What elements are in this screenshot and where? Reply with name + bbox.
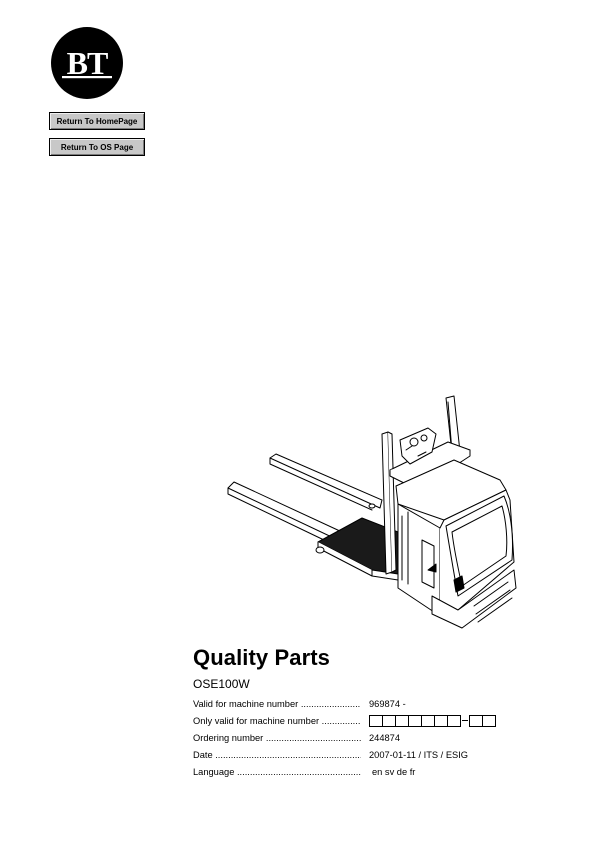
field-label: Ordering number [193,731,361,745]
digit-box [369,714,383,727]
field-language: Language en sv de fr [193,765,513,779]
logo-text: BT [67,45,108,81]
field-date: Date 2007-01-11 / ITS / ESIG [193,748,513,762]
field-label: Only valid for machine number [193,714,361,728]
digit-box [482,714,496,727]
pallet-truck-illustration [227,395,517,629]
model-name: OSE100W [193,677,250,691]
field-value: 2007-01-11 / ITS / ESIG [369,750,469,760]
field-label: Date [193,748,361,762]
return-os-button[interactable]: Return To OS Page [49,138,145,156]
bt-logo-icon: BT [51,27,123,99]
document-title: Quality Parts [193,645,331,670]
digit-box [447,714,461,727]
machine-number-boxes [369,714,496,727]
field-value: en sv de fr [372,767,416,777]
field-ordering-number: Ordering number 244874 [193,731,513,745]
field-label: Language [193,765,361,779]
field-only-valid-machine-number: Only valid for machine number [193,714,513,728]
field-label: Valid for machine number [193,697,361,711]
field-valid-machine-number: Valid for machine number 969874 - [193,697,513,711]
box-separator [462,720,468,721]
field-value: 969874 - [369,699,406,709]
field-value: 244874 [369,733,401,743]
digit-box [382,714,396,727]
digit-box [469,714,483,727]
digit-box [421,714,435,727]
digit-box [408,714,422,727]
digit-box [395,714,409,727]
return-home-button[interactable]: Return To HomePage [49,112,145,130]
digit-box [434,714,448,727]
